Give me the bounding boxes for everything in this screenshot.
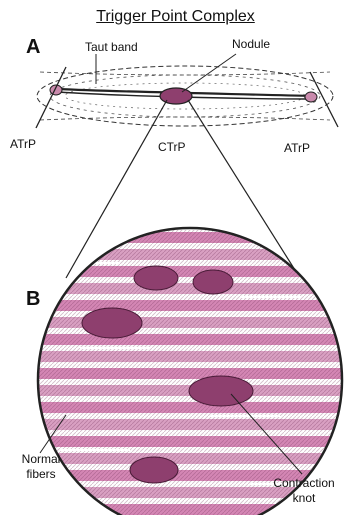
contraction-knot-line-2: knot [258, 491, 350, 506]
contraction-knot-label: Contraction knot [258, 476, 350, 506]
normal-fibers-line-2: fibers [6, 467, 76, 482]
panel-a-letter: A [26, 36, 40, 59]
taut-band-label: Taut band [85, 40, 138, 54]
figure-title: Trigger Point Complex [0, 8, 351, 26]
atrp-left-label: ATrP [10, 137, 36, 151]
contraction-knot [193, 270, 233, 294]
ctrp-label: CTrP [158, 140, 186, 154]
contraction-knot-line-1: Contraction [258, 476, 350, 491]
panel-b-letter: B [26, 288, 40, 311]
normal-fibers-label: Normal fibers [6, 452, 76, 482]
nodule-label: Nodule [232, 37, 270, 51]
normal-fibers-line-1: Normal [6, 452, 76, 467]
contraction-knot [82, 308, 142, 338]
magnified-fibers [30, 220, 350, 515]
nodule-leader [182, 54, 236, 92]
atrp-right-label: ATrP [284, 141, 310, 155]
atrp-right-dot [305, 92, 317, 102]
contraction-knot [130, 457, 178, 483]
nodule-ctrp [160, 88, 192, 104]
contraction-knot [134, 266, 178, 290]
contraction-knot [189, 376, 253, 406]
